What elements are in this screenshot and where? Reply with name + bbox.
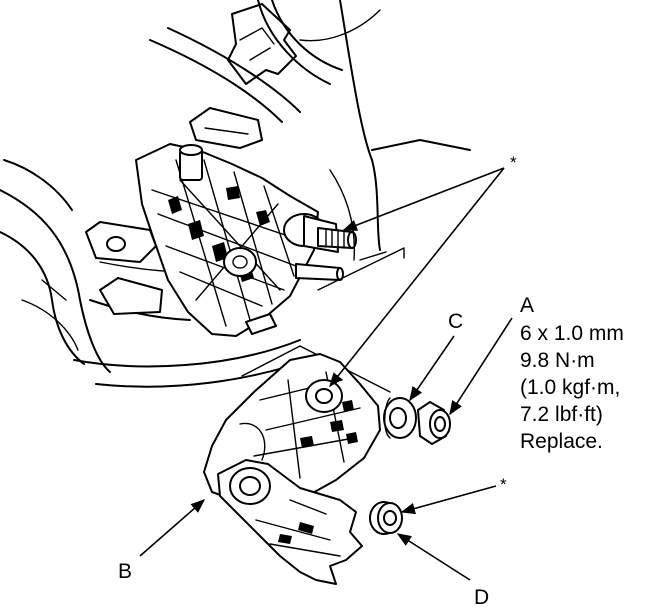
spec-line-3: (1.0 kgf·m, (520, 376, 620, 399)
spec-line-5: Replace. (520, 430, 603, 453)
label-d: D (474, 586, 489, 609)
label-b: B (118, 560, 132, 583)
star-callout-bottom: * (500, 475, 507, 494)
star-callout-top: * (510, 153, 517, 172)
collar-d (369, 501, 403, 535)
upper-assembly-drawing (0, 0, 471, 388)
washer-c (383, 397, 417, 439)
leader-lines (139, 167, 513, 581)
spec-line-4: 7.2 lbf·ft) (520, 403, 603, 426)
nut-a (417, 401, 451, 445)
exploded-bracket-drawing (203, 345, 451, 585)
label-c: C (448, 310, 463, 333)
label-a: A (520, 294, 534, 317)
spec-line-1: 6 x 1.0 mm (520, 322, 624, 345)
spec-line-2: 9.8 N·m (520, 349, 595, 372)
